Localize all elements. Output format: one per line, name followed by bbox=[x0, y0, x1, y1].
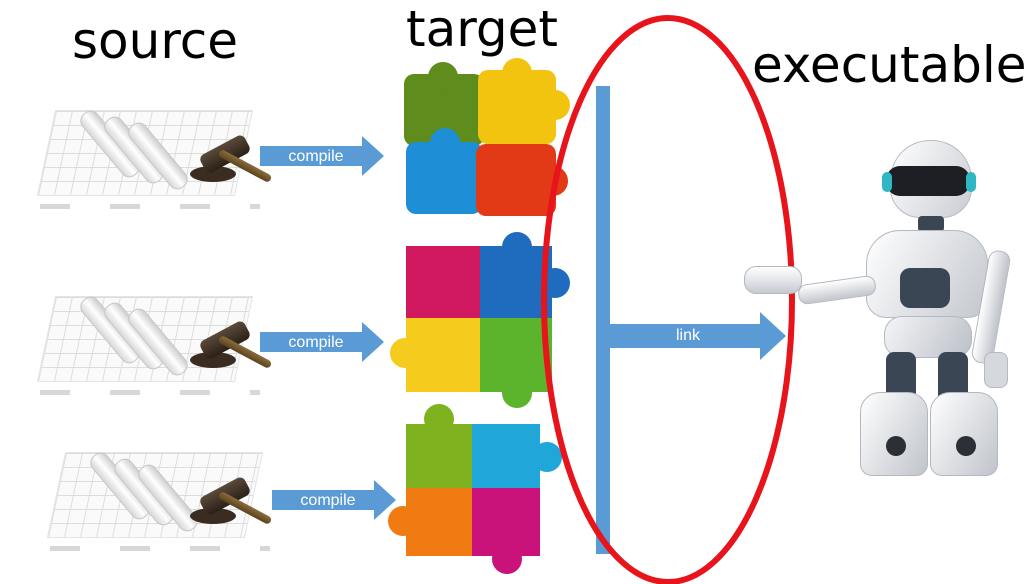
jigsaw-puzzle-icon bbox=[390, 232, 570, 408]
puzzle-piece bbox=[406, 424, 474, 490]
puzzle-knob bbox=[430, 128, 460, 158]
jigsaw-puzzle-icon bbox=[398, 58, 570, 222]
link-highlight-ellipse bbox=[541, 15, 795, 584]
link-arrow-label: link bbox=[675, 327, 700, 344]
puzzle-knob bbox=[540, 90, 570, 120]
blueprint-hammer-icon bbox=[36, 96, 273, 216]
compile-arrow bbox=[260, 322, 384, 362]
link-bar bbox=[596, 86, 610, 554]
jigsaw-puzzle-icon bbox=[388, 404, 562, 574]
executable-title: executable bbox=[752, 36, 1027, 94]
puzzle-piece bbox=[472, 424, 540, 490]
compile-arrow bbox=[272, 480, 396, 520]
puzzle-knob bbox=[502, 378, 532, 408]
puzzle-knob bbox=[502, 232, 532, 262]
robot-icon bbox=[740, 138, 1030, 483]
puzzle-knob bbox=[428, 62, 458, 92]
blueprint-hammer-icon bbox=[46, 438, 273, 558]
puzzle-knob bbox=[390, 338, 420, 368]
compile-arrow-label: compile bbox=[288, 148, 344, 165]
puzzle-knob bbox=[424, 404, 454, 434]
puzzle-knob bbox=[502, 58, 532, 88]
puzzle-knob bbox=[532, 442, 562, 472]
puzzle-piece bbox=[406, 246, 482, 320]
source-title: source bbox=[72, 12, 239, 70]
target-title: target bbox=[406, 0, 559, 58]
compile-arrow-label: compile bbox=[300, 492, 356, 509]
puzzle-knob bbox=[492, 544, 522, 574]
puzzle-knob bbox=[388, 506, 418, 536]
link-arrow bbox=[604, 312, 786, 360]
compile-arrow-label: compile bbox=[288, 334, 344, 351]
compile-arrow bbox=[260, 136, 384, 176]
blueprint-hammer-icon bbox=[36, 282, 273, 402]
